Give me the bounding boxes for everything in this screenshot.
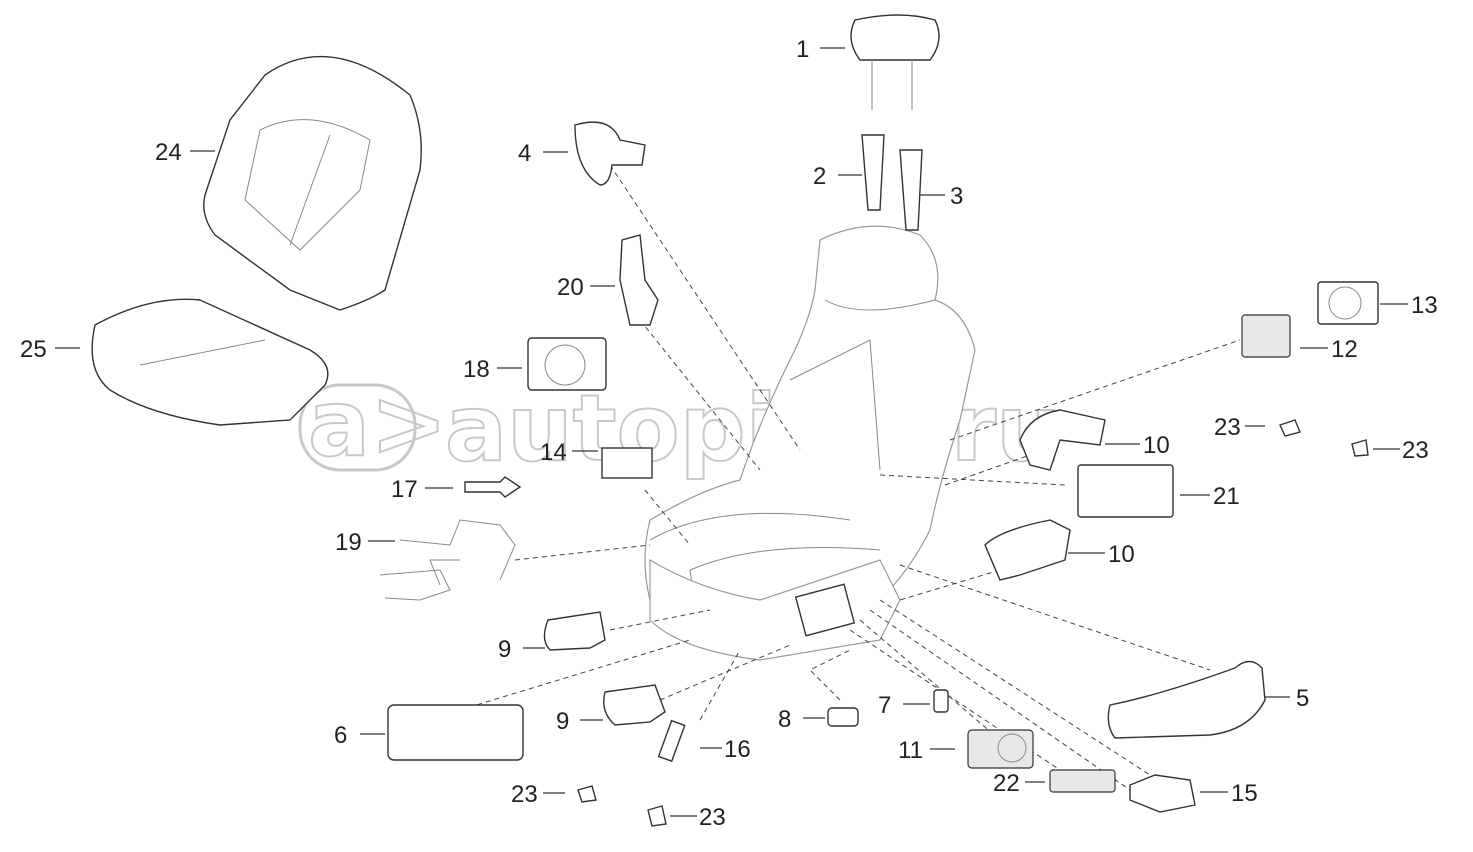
callout-1: 1 (796, 36, 809, 63)
callout-4: 4 (518, 140, 531, 167)
part-side-trim-5 (1107, 660, 1266, 739)
callout-14: 14 (540, 439, 567, 466)
part-clip-23a (1279, 419, 1301, 437)
part-motor-20 (619, 234, 659, 326)
part-bracket-10b (984, 519, 1071, 581)
parts (91, 14, 1379, 827)
callout-16: 16 (724, 736, 751, 763)
part-module-14 (601, 447, 653, 479)
callout-15: 15 (1231, 780, 1258, 807)
callout-numbers: 1 2 3 4 5 6 7 8 9 9 10 10 11 12 13 14 15… (20, 36, 1438, 831)
callout-10b: 10 (1108, 541, 1135, 568)
callout-22: 22 (993, 770, 1020, 797)
part-bracket-10a (1019, 409, 1106, 471)
seat-assembly (644, 225, 976, 661)
callout-23c: 23 (511, 781, 538, 808)
callout-3: 3 (950, 183, 963, 210)
part-motor-15 (1129, 774, 1196, 813)
part-cover-9b (603, 684, 666, 726)
callout-23a: 23 (1214, 414, 1241, 441)
part-harness-19 (379, 519, 516, 601)
part-panel-6 (387, 704, 524, 761)
part-cushion-cover-25 (91, 298, 329, 426)
callout-20: 20 (557, 274, 584, 301)
part-cover-12 (1241, 314, 1291, 358)
part-fan-18 (527, 337, 607, 391)
callout-23d: 23 (699, 804, 726, 831)
callout-7: 7 (878, 692, 891, 719)
part-module-21 (1077, 464, 1174, 518)
callout-10a: 10 (1143, 432, 1170, 459)
part-clip-23b (1351, 439, 1369, 457)
part-switch-11 (967, 729, 1034, 769)
callout-12: 12 (1331, 336, 1358, 363)
part-bezel-8 (827, 707, 859, 727)
part-knob-7 (933, 689, 949, 713)
callout-9a: 9 (498, 636, 511, 663)
callout-8: 8 (778, 706, 791, 733)
part-rail-16 (657, 719, 686, 763)
part-headrest (850, 14, 940, 61)
callout-24: 24 (155, 139, 182, 166)
part-headrest-guide-3 (899, 149, 923, 231)
callout-leaders (55, 47, 1408, 817)
part-trim-4 (574, 121, 646, 186)
callout-17: 17 (391, 476, 418, 503)
callout-2: 2 (813, 163, 826, 190)
callout-9b: 9 (556, 708, 569, 735)
part-headrest-guide-2 (861, 134, 885, 211)
callout-5: 5 (1296, 685, 1309, 712)
part-fan-13 (1317, 281, 1379, 325)
part-cover-9a (543, 611, 606, 651)
callout-25: 25 (20, 336, 47, 363)
callout-21: 21 (1213, 483, 1240, 510)
part-switch-22 (1049, 769, 1116, 793)
callout-18: 18 (463, 356, 490, 383)
part-clip-17 (464, 476, 522, 498)
callout-13: 13 (1411, 292, 1438, 319)
watermark-logo-box (298, 383, 417, 472)
callout-6: 6 (334, 722, 347, 749)
callout-23b: 23 (1402, 437, 1429, 464)
watermark-logo: a> (308, 370, 447, 477)
callout-19: 19 (335, 529, 362, 556)
part-clip-23c (577, 785, 597, 803)
part-clip-23d (647, 805, 667, 827)
callout-11: 11 (898, 737, 923, 764)
